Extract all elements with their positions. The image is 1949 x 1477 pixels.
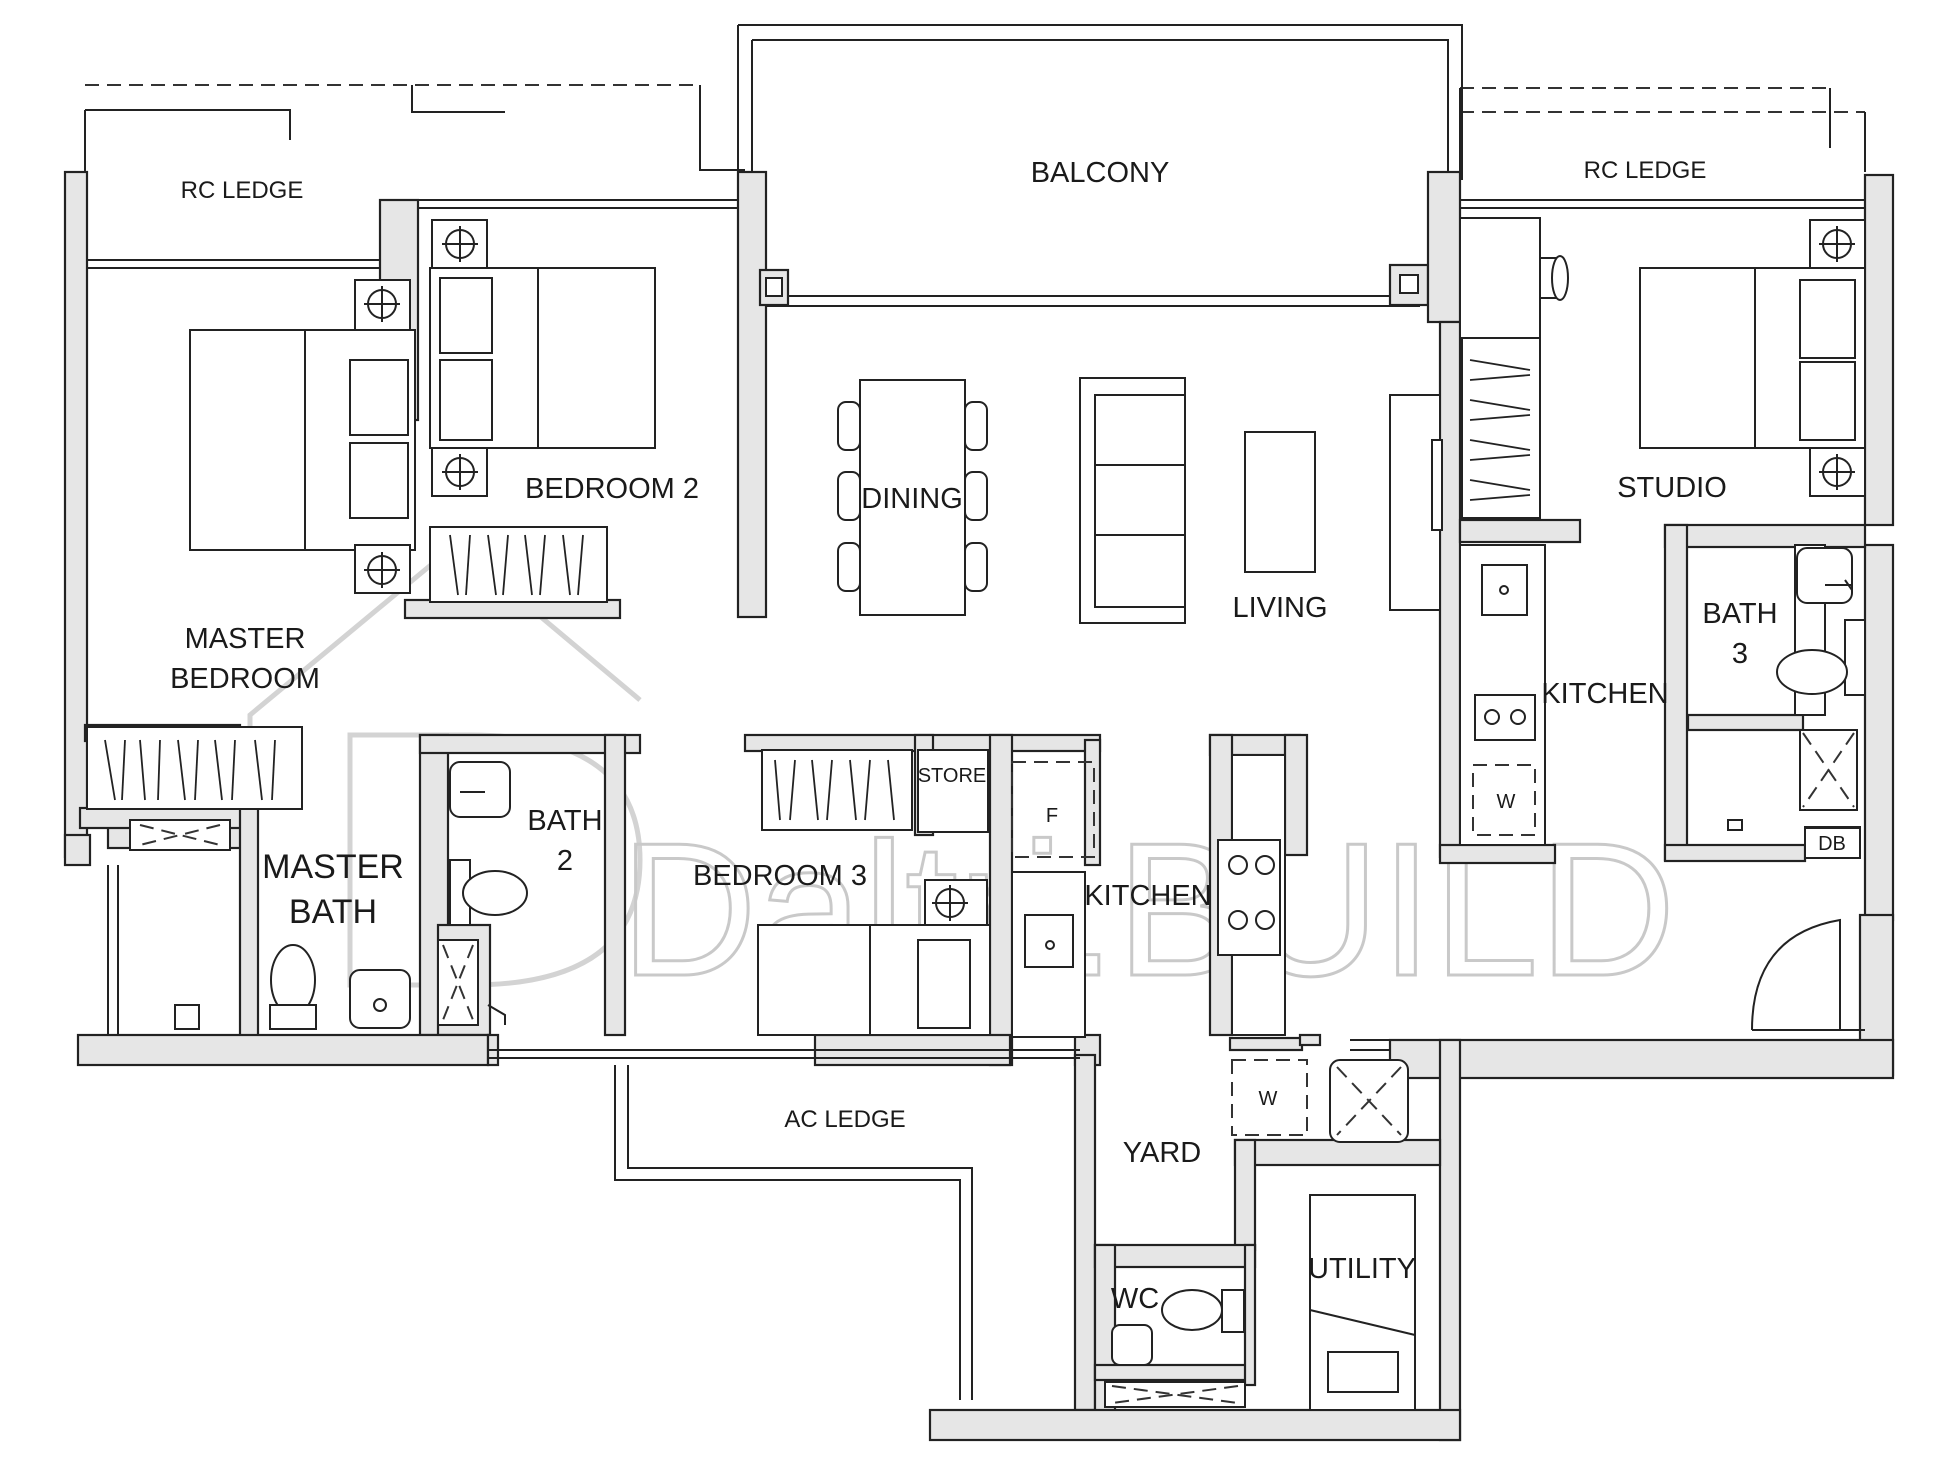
db-box bbox=[1804, 827, 1861, 859]
bedroom-2-lamp-top bbox=[431, 219, 488, 269]
bedroom-2-bed bbox=[429, 267, 656, 449]
bedroom-3-wardrobe bbox=[761, 749, 913, 831]
label-master-bedroom-2: BEDROOM bbox=[170, 663, 320, 695]
master-bedroom-lamp-top bbox=[354, 279, 411, 331]
bedroom-2-wardrobe bbox=[429, 526, 608, 603]
label-dining: DINING bbox=[861, 483, 963, 515]
studio-wardrobe bbox=[1461, 337, 1541, 519]
label-rc-ledge-right: RC LEDGE bbox=[1584, 157, 1707, 184]
label-yard: YARD bbox=[1123, 1137, 1201, 1169]
master-bedroom-wardrobe bbox=[86, 726, 303, 810]
label-living: LIVING bbox=[1232, 592, 1327, 624]
label-washer-right: W bbox=[1497, 791, 1516, 813]
kitchen-center-fixtures bbox=[1011, 754, 1286, 1038]
label-wc: WC bbox=[1111, 1283, 1159, 1315]
living-coffee-table bbox=[1244, 431, 1316, 573]
kitchen-right-counter bbox=[1459, 544, 1546, 846]
label-master-bath-2: BATH bbox=[289, 893, 377, 931]
utility-bed bbox=[1309, 1194, 1416, 1411]
master-bedroom-bed bbox=[189, 329, 416, 551]
dining-table bbox=[837, 379, 988, 616]
label-bedroom-2: BEDROOM 2 bbox=[525, 473, 699, 505]
studio-desk bbox=[1459, 217, 1569, 339]
label-utility: UTILITY bbox=[1308, 1253, 1416, 1285]
label-balcony: BALCONY bbox=[1031, 157, 1170, 189]
label-bath-3-1: BATH bbox=[1702, 598, 1777, 630]
studio-lamp-top bbox=[1809, 219, 1866, 269]
label-bath-2-1: BATH bbox=[527, 805, 602, 837]
master-bedroom-lamp-bottom bbox=[354, 544, 411, 594]
bedroom-3-lamp bbox=[924, 879, 988, 926]
studio-lamp-bottom bbox=[1809, 447, 1866, 497]
yard-shower bbox=[1329, 1059, 1409, 1143]
label-store: STORE bbox=[918, 765, 987, 787]
living-tv bbox=[1431, 439, 1443, 531]
label-bath-2-2: 2 bbox=[557, 845, 573, 877]
label-bedroom-3: BEDROOM 3 bbox=[693, 860, 867, 892]
wc-fixtures bbox=[1104, 1289, 1246, 1408]
label-bath-3-2: 3 bbox=[1732, 638, 1748, 670]
label-fridge: F bbox=[1046, 805, 1058, 827]
label-kitchen-right: KITCHEN bbox=[1541, 678, 1668, 710]
yard-washer bbox=[1231, 1059, 1308, 1136]
bedroom-3-bed bbox=[757, 924, 991, 1036]
balcony-outline bbox=[737, 24, 1463, 307]
label-db: DB bbox=[1818, 833, 1846, 855]
entrance-door bbox=[1751, 918, 1865, 1031]
label-rc-ledge-left: RC LEDGE bbox=[181, 177, 304, 204]
bath-3-fixtures bbox=[1727, 544, 1866, 858]
bedroom-2-lamp-bottom bbox=[431, 447, 488, 497]
label-master-bedroom-1: MASTER bbox=[185, 623, 306, 655]
label-kitchen-center: KITCHEN bbox=[1084, 880, 1211, 912]
bath-2-fixtures bbox=[437, 761, 528, 1026]
store-room bbox=[917, 749, 989, 833]
rc-ledge-left-outline bbox=[84, 84, 745, 175]
living-sofa bbox=[1079, 377, 1186, 624]
rc-ledge-right-outline bbox=[1459, 87, 1866, 175]
label-studio: STUDIO bbox=[1617, 472, 1727, 504]
studio-bed bbox=[1639, 267, 1866, 449]
master-bath-fixtures bbox=[129, 819, 411, 1030]
label-washer-yard: W bbox=[1259, 1088, 1278, 1110]
label-master-bath-1: MASTER bbox=[262, 848, 404, 886]
label-ac-ledge: AC LEDGE bbox=[784, 1106, 905, 1133]
